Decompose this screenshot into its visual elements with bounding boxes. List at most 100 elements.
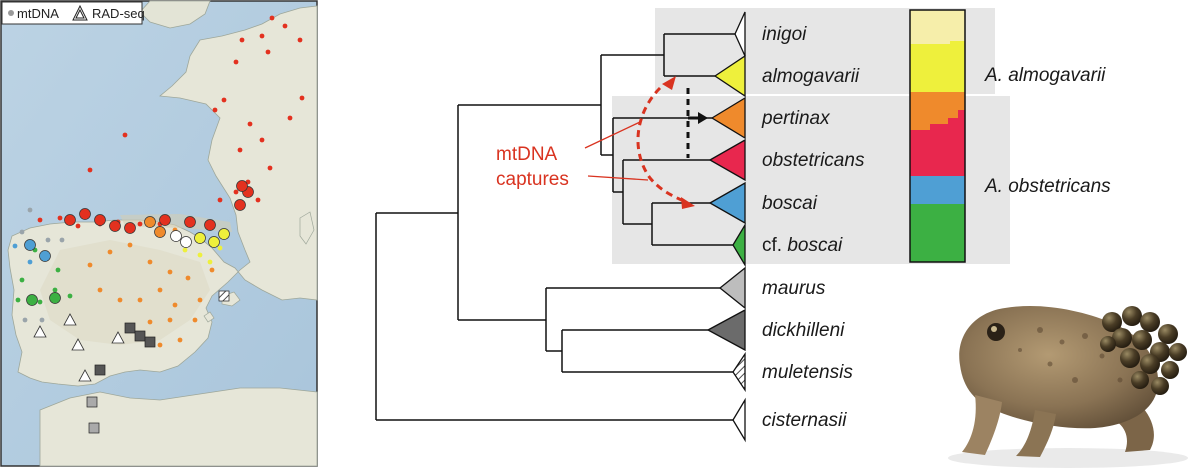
mtdna-sample-point [39, 317, 45, 323]
mtdna-sample-point [259, 137, 265, 143]
mtdna-sample-point [217, 197, 223, 203]
map-land-africa [39, 387, 318, 467]
radseq-sample-point [144, 216, 156, 228]
clade-triangle-muletensis [732, 351, 746, 393]
mtdna-sample-point [233, 59, 239, 65]
mtdna-sample-point [122, 132, 128, 138]
capture-arrowhead-top [662, 76, 676, 90]
mtdna-sample-point [299, 95, 305, 101]
mtdna-sample-point [269, 15, 275, 21]
radseq-sample-point [159, 214, 171, 226]
capture-pointer-line-2 [587, 175, 649, 181]
taxon-label-dickhilleni: dickhilleni [762, 320, 845, 341]
taxon-label-almogavarii: almogavarii [762, 66, 860, 87]
clade-triangle-obstetricans [708, 138, 746, 182]
structure-segment-orange [910, 92, 965, 130]
mtdna-sample-point [197, 252, 203, 258]
taxon-label-pertinax: pertinax [761, 108, 831, 129]
structure-segment-green [910, 204, 965, 262]
structure-bar: A. almogavarii A. obstetricans [909, 9, 1111, 263]
radseq-sample-point [218, 228, 230, 240]
clade-triangle-almogavarii [713, 54, 746, 98]
radseq-legend-label: RAD-seq [92, 6, 145, 21]
mtdna-sample-point [12, 243, 18, 249]
mtdna-capture-arrows: mtDNA captures [496, 76, 708, 209]
mtdna-sample-point [19, 229, 25, 235]
mtdna-sample-point [107, 249, 113, 255]
taxon-label-cisternasii: cisternasii [762, 410, 847, 431]
map-sample-points [12, 15, 305, 434]
map-legend: mtDNA RAD-seq [1, 1, 145, 25]
mtdna-sample-point [137, 221, 143, 227]
capture-arrow-dashed [636, 86, 687, 204]
mtdna-sample-point [87, 262, 93, 268]
radseq-square-point [218, 290, 230, 302]
mtdna-sample-point [27, 259, 33, 265]
taxon-name-cf-boscai: boscai [787, 235, 843, 256]
toad-eye [987, 323, 1005, 341]
capture-arrowhead-bottom [681, 197, 695, 209]
clade-triangle-inigoi [734, 11, 746, 57]
mtdna-sample-point [259, 33, 265, 39]
radseq-sample-point [26, 294, 38, 306]
toad-egg-cluster [1100, 306, 1187, 395]
mtdna-sample-point [221, 97, 227, 103]
mtdna-sample-point [247, 121, 253, 127]
radseq-sample-point [79, 208, 91, 220]
mtdna-sample-point [172, 302, 178, 308]
radseq-sample-point [204, 219, 216, 231]
mtdna-sample-point [265, 49, 271, 55]
mtdna-sample-point [287, 115, 293, 121]
taxon-label-boscai: boscai [762, 193, 818, 214]
mtdna-sample-point [182, 247, 188, 253]
mtdna-sample-point [255, 197, 261, 203]
radseq-square-point [86, 396, 98, 408]
radseq-sample-point [170, 230, 182, 242]
radseq-sample-point [234, 199, 246, 211]
radseq-sample-point [124, 222, 136, 234]
mtdna-sample-point [37, 299, 43, 305]
clade-triangle-cisternasii [732, 397, 746, 443]
radseq-sample-point [180, 236, 192, 248]
mtdna-sample-point [75, 223, 81, 229]
mtdna-sample-point [27, 207, 33, 213]
taxon-labels: inigoi almogavarii pertinax obstetricans… [761, 24, 865, 431]
map-land-ibiza [203, 311, 215, 323]
mtdna-sample-point [237, 147, 243, 153]
mtdna-legend-label: mtDNA [17, 6, 59, 21]
map-land-corsica [299, 211, 315, 245]
capture-label-line1: mtDNA [496, 144, 558, 165]
clade-triangle-pertinax [710, 96, 746, 140]
radseq-square-point [88, 422, 100, 434]
gene-flow-arrowhead [698, 112, 708, 124]
mtdna-sample-point [147, 259, 153, 265]
species-label-obstetricans: A. obstetricans [984, 176, 1111, 197]
mtdna-sample-point [209, 267, 215, 273]
mtdna-sample-point [67, 293, 73, 299]
structure-segment-blue [910, 176, 965, 204]
mtdna-sample-point [37, 217, 43, 223]
radseq-sample-point [194, 232, 206, 244]
radseq-triangle-icon [72, 4, 88, 21]
taxon-label-inigoi: inigoi [762, 24, 807, 45]
mtdna-sample-point [52, 287, 58, 293]
mtdna-dot-icon [8, 10, 14, 16]
mtdna-sample-point [97, 287, 103, 293]
mtdna-sample-point [282, 23, 288, 29]
map-panel: mtDNA RAD-seq [0, 0, 318, 467]
radseq-sample-point [39, 250, 51, 262]
radseq-square-point [94, 364, 106, 376]
mtdna-sample-point [185, 275, 191, 281]
radseq-triangle-point [63, 313, 77, 326]
capture-pointer-line-1 [584, 121, 641, 149]
mtdna-sample-point [15, 297, 21, 303]
radseq-sample-point [24, 239, 36, 251]
radseq-square-point [124, 322, 136, 334]
radseq-sample-point [154, 226, 166, 238]
radseq-sample-point [49, 292, 61, 304]
mtdna-sample-point [197, 297, 203, 303]
map-relief [40, 240, 210, 345]
radseq-square-point [144, 336, 156, 348]
mtdna-sample-point [45, 237, 51, 243]
radseq-sample-point [94, 214, 106, 226]
